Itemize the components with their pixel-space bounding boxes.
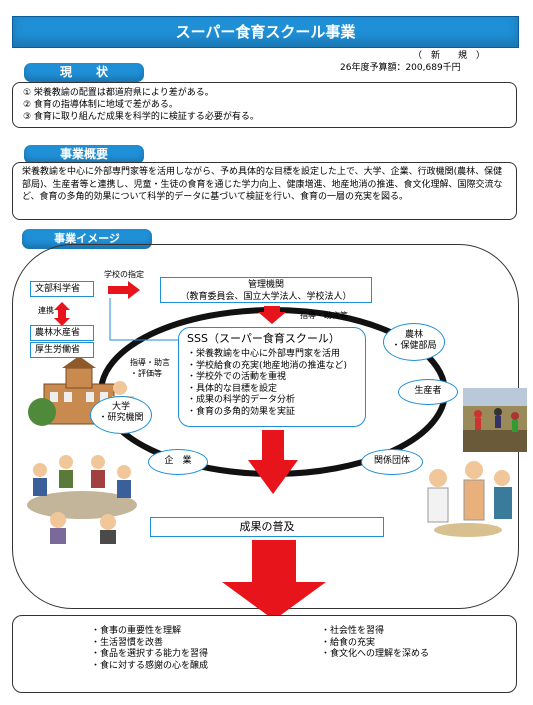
- outcome-spread-box: 成果の普及: [150, 517, 384, 537]
- nourin-bu-ellipse: 農林 ・保健部局: [383, 323, 445, 361]
- sss-item: ・学校外での活動を重視: [187, 372, 287, 382]
- outcome-item: ・食に対する感謝の心を醸成: [91, 660, 209, 671]
- outcome-item: ・生活習慣を改善: [91, 637, 164, 648]
- overview-badge: 事業概要: [24, 145, 144, 164]
- management-box: 管理機関 （教育委員会、国立大学法人、学校法人）: [160, 277, 372, 303]
- outcomes-left: ・食事の重要性を理解 ・生活習慣を改善 ・食品を選択する能力を習得 ・食に対する…: [91, 626, 208, 672]
- producer-photo: [463, 388, 527, 452]
- current-box: ① 栄養教諭の配置は都道府県により差がある。 ② 食育の指導体制に地域で差がある…: [12, 82, 517, 128]
- renkei-label: 連携: [38, 306, 54, 315]
- guidance-top-label: 指導・助言等: [300, 311, 348, 320]
- budget-info: （ 新 規 ） 26年度予算額：200,689千円: [340, 50, 525, 74]
- nourin-bu-line: 農林: [404, 330, 423, 340]
- outcome-item: ・食文化への理解を深める: [321, 649, 430, 659]
- outcome-item: ・食品を選択する能力を習得: [91, 649, 209, 659]
- overview-box: 栄養教諭を中心に外部専門家等を活用しながら、予め具体的な目標を設定した上で、大学…: [12, 162, 517, 220]
- seisansha-ellipse: 生産者: [398, 379, 458, 405]
- arrow-to-results: [222, 540, 326, 620]
- daigaku-line: ・研究機関: [98, 413, 144, 423]
- budget-new-label: （ 新 規 ）: [413, 51, 486, 61]
- management-sub: （教育委員会、国立大学法人、学校法人）: [180, 292, 352, 302]
- sss-box: SSS（スーパー食育スクール） ・栄養教諭を中心に外部専門家を活用 ・学校給食の…: [178, 327, 366, 427]
- outcome-item: ・給食の充実: [321, 637, 376, 648]
- overview-text: 栄養教諭を中心に外部専門家等を活用しながら、予め具体的な目標を設定した上で、大学…: [22, 167, 503, 202]
- arrow-guidance: [258, 306, 286, 324]
- nourin-bu-line: ・保健部局: [391, 341, 437, 351]
- evaluation-label: ・評価等: [130, 369, 162, 378]
- current-item: ③ 食育に取り組んだ成果を科学的に検証する必要が有る。: [23, 112, 259, 122]
- outcome-item: ・社会性を習得: [321, 626, 385, 636]
- nourin-box: 農林水産省: [30, 325, 94, 341]
- guidance-left-label: 指導・助言: [130, 358, 170, 367]
- cooking-illustration: [427, 461, 512, 537]
- budget-amount: 26年度予算額：200,689千円: [340, 63, 461, 73]
- kigyou-ellipse: 企 業: [148, 449, 208, 475]
- school-designation-label: 学校の指定: [104, 270, 144, 279]
- management-title: 管理機関: [247, 280, 284, 290]
- sss-item: ・成果の科学的データ分析: [187, 395, 296, 405]
- outcomes-right: ・社会性を習得 ・給食の充実 ・食文化への理解を深める: [321, 626, 429, 661]
- daigaku-line: 大学: [111, 402, 130, 412]
- sss-item: ・栄養教諭を中心に外部専門家を活用: [187, 349, 341, 359]
- arrow-renkei: [54, 302, 70, 326]
- sss-item: ・具体的な目標を設定: [187, 383, 278, 394]
- current-badge: 現 状: [24, 63, 144, 82]
- kousei-box: 厚生労働省: [30, 342, 94, 358]
- arrow-to-outcome: [248, 430, 298, 494]
- kankei-ellipse: 関係団体: [361, 449, 423, 475]
- arrow-designation: [108, 281, 140, 299]
- daigaku-ellipse: 大学 ・研究機関: [90, 396, 152, 434]
- company-illustration: [27, 455, 137, 544]
- connector-line: [109, 298, 180, 341]
- sss-item: ・学校給食の充実(地産地消の推進など): [187, 360, 348, 371]
- current-item: ② 食育の指導体制に地域で差がある。: [23, 100, 178, 110]
- sss-title: SSS（スーパー食育スクール）: [187, 332, 340, 345]
- sss-item: ・食育の多角的効果を実証: [187, 406, 296, 417]
- outcome-item: ・食事の重要性を理解: [91, 626, 182, 636]
- page-title: スーパー食育スクール事業: [12, 16, 519, 48]
- sss-list: ・栄養教諭を中心に外部専門家を活用 ・学校給食の充実(地産地消の推進など) ・学…: [187, 349, 357, 418]
- outcomes-box: ・食事の重要性を理解 ・生活習慣を改善 ・食品を選択する能力を習得 ・食に対する…: [12, 615, 517, 693]
- monka-box: 文部科学省: [30, 281, 94, 297]
- current-item: ① 栄養教諭の配置は都道府県により差がある。: [23, 88, 214, 98]
